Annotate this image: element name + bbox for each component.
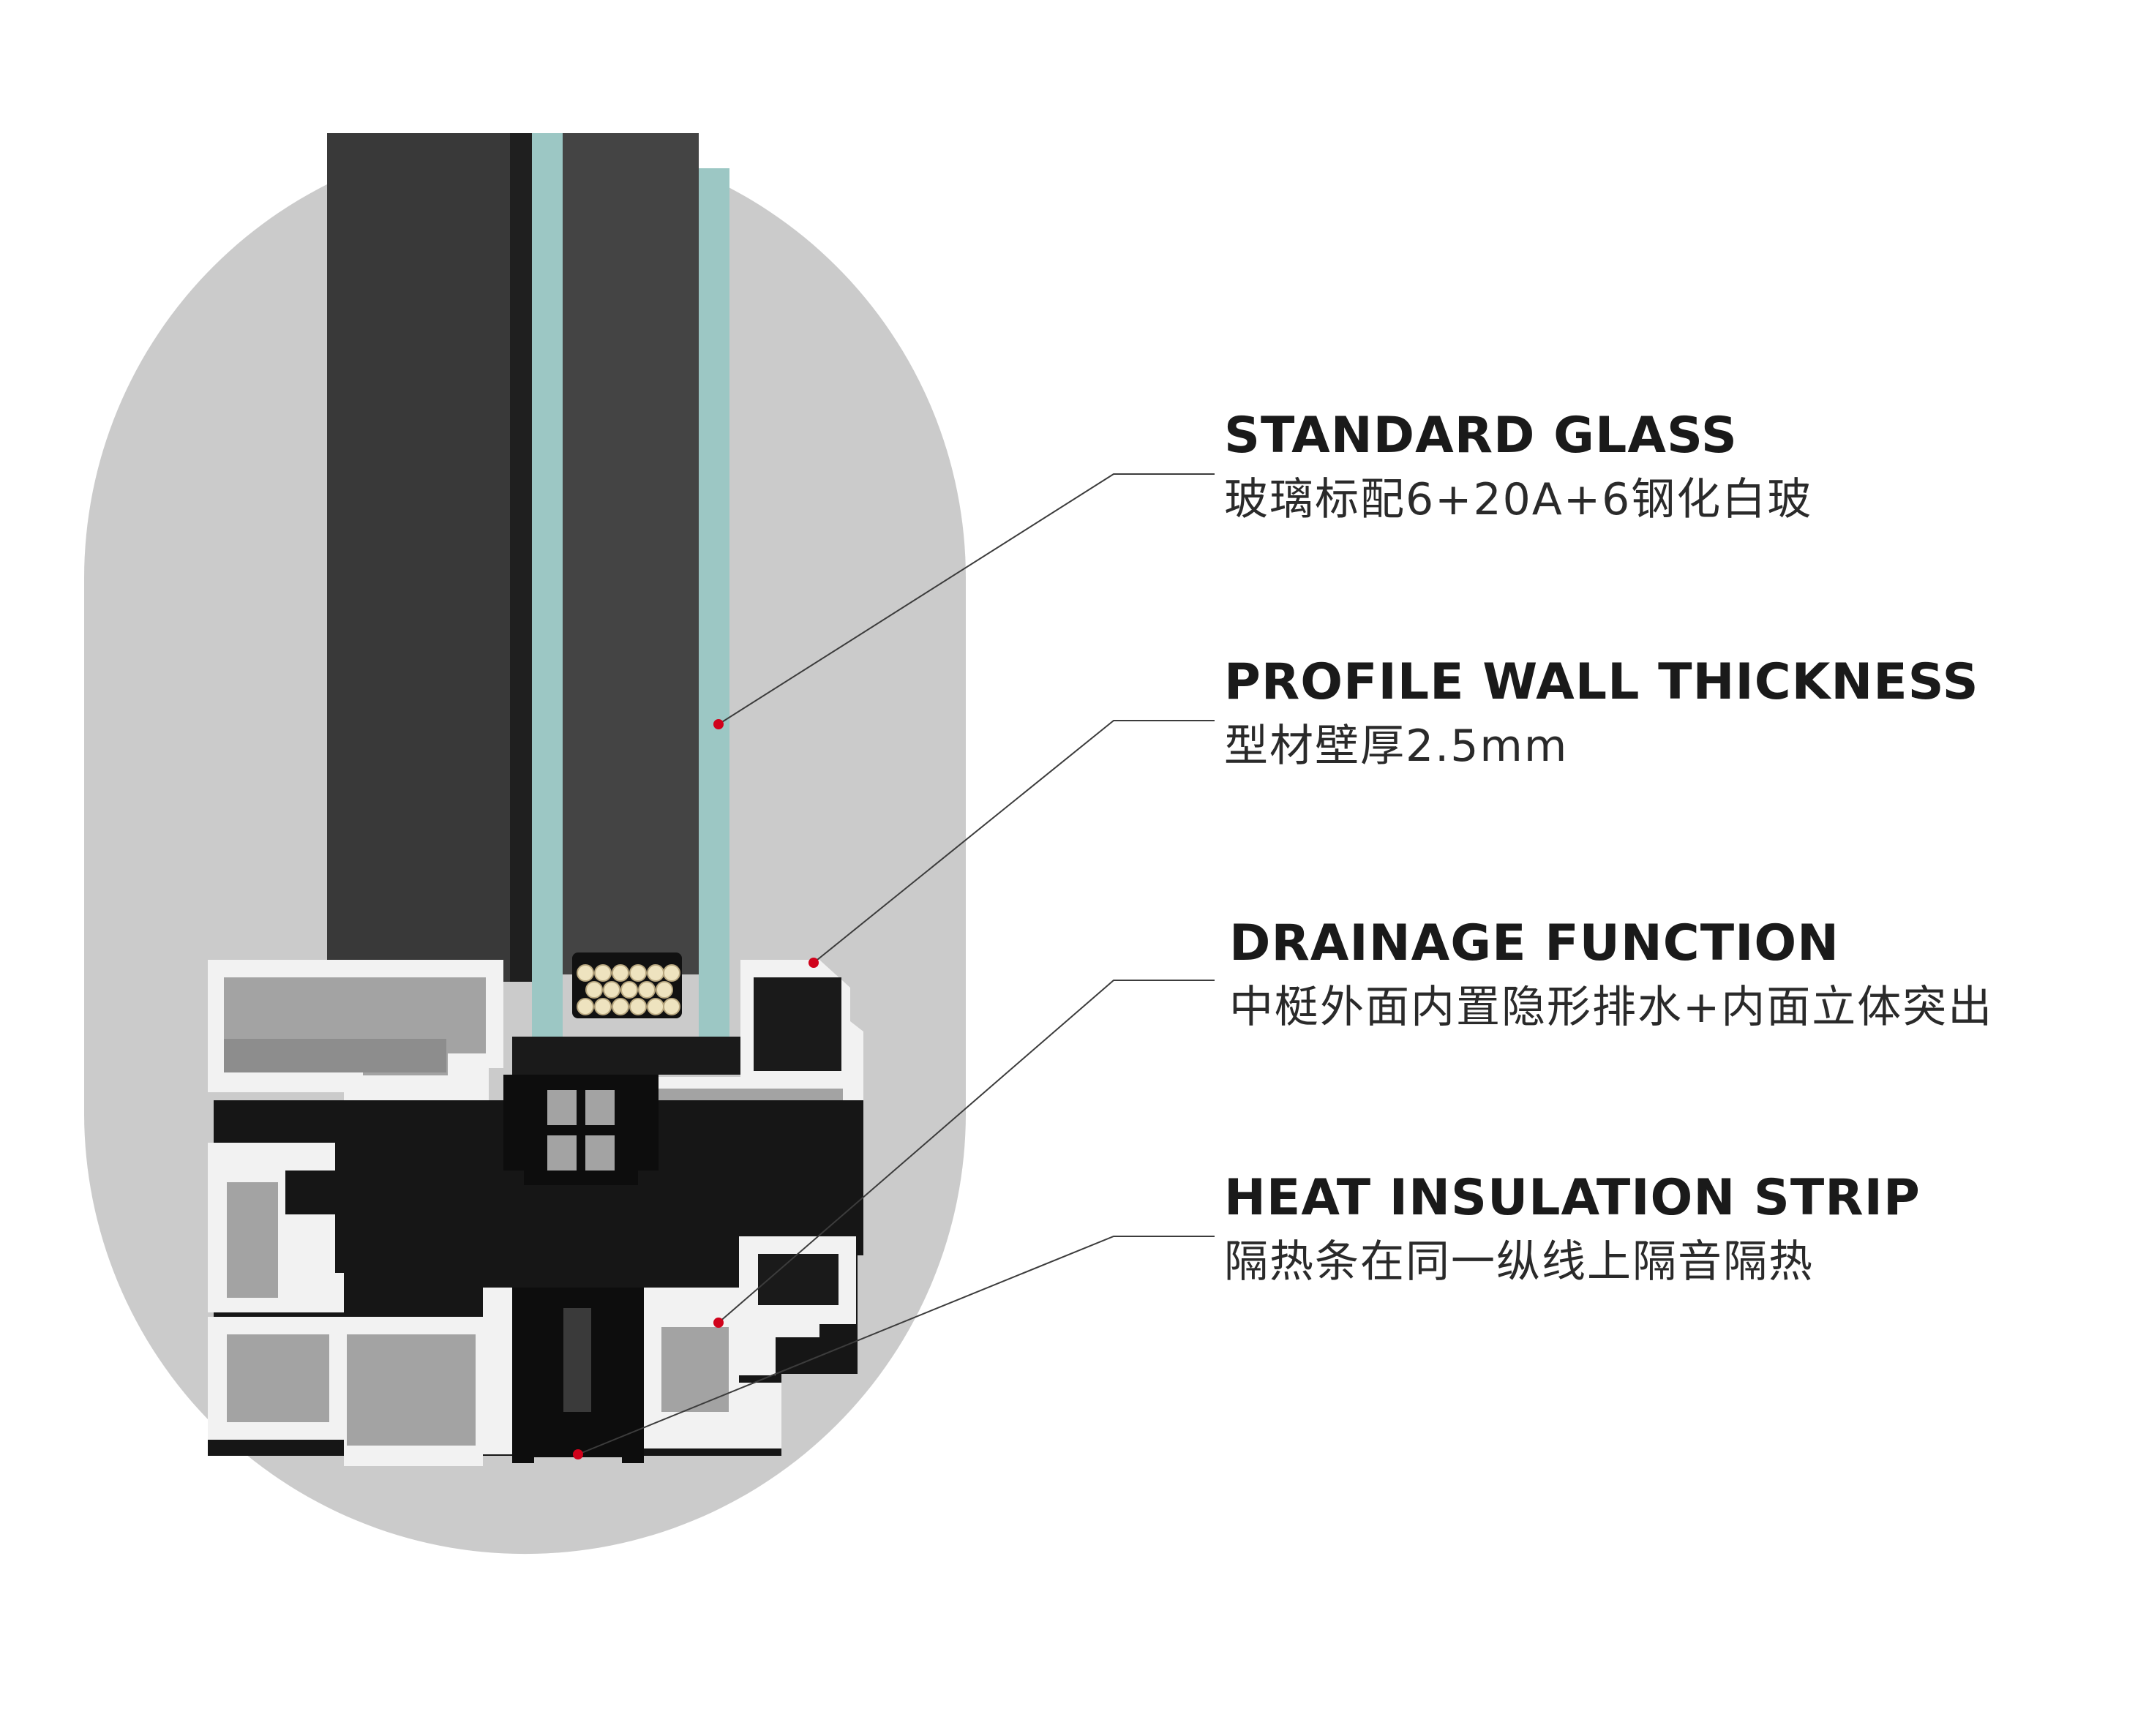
callout-dot-drainage (713, 1318, 724, 1328)
callout-title: STANDARD GLASS (1224, 407, 1738, 465)
callout-title: HEAT INSULATION STRIP (1224, 1169, 1921, 1227)
right-hook-cavity (758, 1254, 838, 1305)
center-strip-window-2 (585, 1090, 615, 1125)
sash-panel-divider (510, 133, 532, 982)
center-strip-window-3 (547, 1135, 577, 1171)
air-gap-spacer (563, 133, 699, 974)
drainage-channel (754, 977, 841, 1071)
lower-left-cavity-b (347, 1334, 476, 1446)
callout-subtitle: 隔热条在同一纵线上隔音隔热 (1224, 1236, 1814, 1288)
callout-subtitle: 玻璃标配6+20A+6钢化白玻 (1224, 474, 1813, 525)
callout-title: DRAINAGE FUNCTION (1229, 914, 1840, 972)
lower-left-cavity-a (227, 1334, 329, 1422)
callout-leaders (577, 473, 1215, 1455)
leader-drainage (718, 980, 1215, 1323)
leader-heat-strip (577, 1236, 1215, 1455)
center-strip-upper (503, 1075, 659, 1185)
glass-pane-inner (699, 168, 729, 1037)
center-strip-window-4 (585, 1135, 615, 1171)
callout-profile-wall-thickness: PROFILE WALL THICKNESS 型材壁厚2.5mm (1224, 653, 2139, 775)
desiccant-beads (577, 964, 680, 1015)
lower-center-strip-slot (563, 1308, 591, 1412)
leader-profile-wall (813, 720, 1215, 963)
callout-dot-heat-strip (573, 1449, 583, 1459)
callout-subtitle: 型材壁厚2.5mm (1224, 721, 1569, 772)
glass-pane-outer (532, 133, 563, 1037)
callout-title: PROFILE WALL THICKNESS (1224, 653, 1979, 711)
callout-dot-standard-glass (713, 719, 724, 729)
lower-right-cavity (661, 1327, 729, 1412)
glazing-gasket (512, 1037, 740, 1075)
upper-left-cavity-shade (224, 1039, 446, 1072)
sash-panel-left (327, 133, 510, 982)
leader-standard-glass (718, 473, 1215, 725)
callout-subtitle: 中梃外面内置隐形排水+内面立体突出 (1229, 982, 1994, 1033)
callout-standard-glass: STANDARD GLASS 玻璃标配6+20A+6钢化白玻 (1224, 407, 2139, 528)
callout-drainage-function: DRAINAGE FUNCTION 中梃外面内置隐形排水+内面立体突出 (1229, 914, 2144, 1036)
callout-dot-profile-wall (808, 958, 819, 968)
callout-heat-insulation-strip: HEAT INSULATION STRIP 隔热条在同一纵线上隔音隔热 (1224, 1169, 2139, 1290)
middle-left-cavity (227, 1182, 278, 1298)
callout-dots (573, 719, 819, 1459)
center-strip-window-1 (547, 1090, 577, 1125)
